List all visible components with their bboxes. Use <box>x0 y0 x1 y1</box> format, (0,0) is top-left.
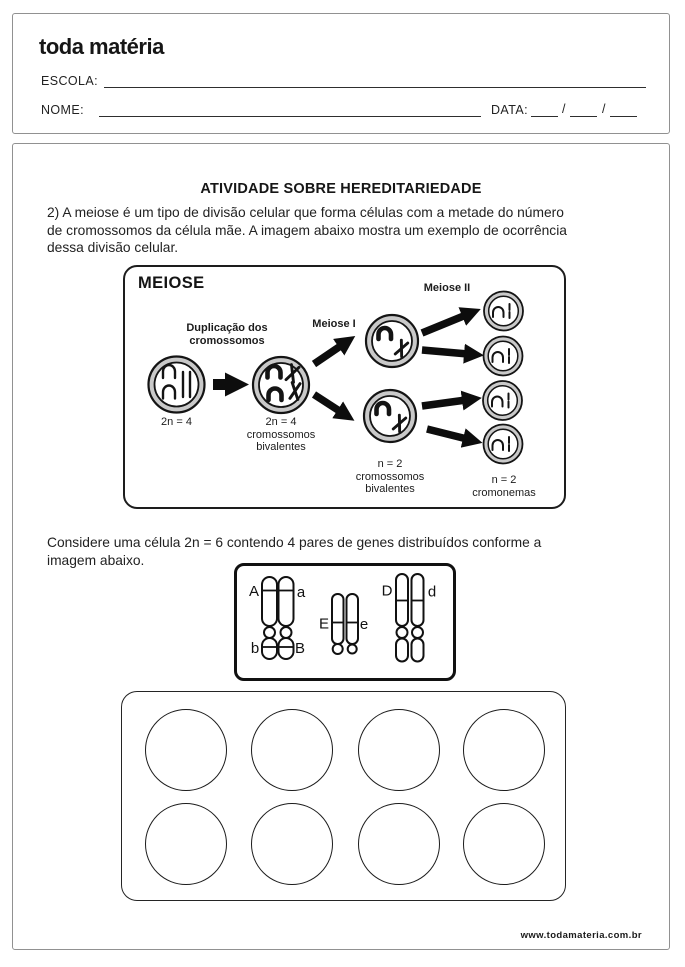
answer-circles-box <box>121 691 566 901</box>
meiose-diagram-title: MEIOSE <box>138 274 205 292</box>
arrow-meiose2-2 <box>421 343 484 364</box>
escola-label: ESCOLA: <box>41 74 98 88</box>
gene-label-e: e <box>360 616 368 633</box>
cell-meiose1-bottom <box>362 388 418 444</box>
gene-label-E: E <box>319 616 329 633</box>
gene-diagram-svg: A a b B E e <box>249 573 436 663</box>
cell-final-3 <box>482 380 523 421</box>
date-day-blank[interactable] <box>531 116 558 117</box>
duplication-label: Duplicação dos cromossomos <box>186 322 268 347</box>
answer-circle-2[interactable] <box>251 709 333 791</box>
date-separator-2: / <box>602 102 606 116</box>
nome-label: NOME: <box>41 103 84 117</box>
data-label: DATA: <box>491 103 528 117</box>
answer-circle-4[interactable] <box>463 709 545 791</box>
cell-mother-2n4 <box>147 355 206 414</box>
nome-blank-line[interactable] <box>99 116 481 117</box>
cell2-caption: 2n = 4 cromossomos bivalentes <box>246 416 316 453</box>
date-separator-1: / <box>562 102 566 116</box>
arrow-meiose2-4 <box>426 425 483 448</box>
meiose2-label: Meiose II <box>423 282 471 294</box>
gene-label-b: b <box>251 640 259 657</box>
meiose-diagram-svg <box>147 290 524 465</box>
escola-blank-line[interactable] <box>104 87 646 88</box>
chromosome-pair-E: E e <box>319 593 368 655</box>
logo-todamateria: toda matéria <box>39 34 164 59</box>
answer-circle-3[interactable] <box>358 709 440 791</box>
arrow-meiose1-up <box>311 336 356 368</box>
meiose1-caption: n = 2 cromossomos bivalentes <box>355 458 425 495</box>
header-box: toda matéria ESCOLA: NOME: DATA: / / <box>12 13 670 134</box>
cell-final-4 <box>482 423 524 465</box>
cell-final-2 <box>482 335 524 377</box>
chromosome-pair-D: D d <box>382 573 436 663</box>
gene-label-a: a <box>297 584 306 601</box>
answer-circle-5[interactable] <box>145 803 227 885</box>
answer-circle-8[interactable] <box>463 803 545 885</box>
cell-meiose1-top <box>364 313 420 369</box>
gene-label-D: D <box>382 583 393 600</box>
answer-circle-1[interactable] <box>145 709 227 791</box>
answer-circle-7[interactable] <box>358 803 440 885</box>
footer-url: www.todamateria.com.br <box>520 930 642 941</box>
answer-circle-6[interactable] <box>251 803 333 885</box>
arrow-meiose1-down <box>311 391 355 421</box>
arrow-meiose2-3 <box>421 390 482 411</box>
considere-text: Considere uma célula 2n = 6 contendo 4 p… <box>47 535 542 568</box>
question-2-text: 2) A meiose é um tipo de divisão celular… <box>47 205 567 256</box>
arrow-meiose2-1 <box>420 307 481 337</box>
date-month-blank[interactable] <box>570 116 597 117</box>
cell-final-1 <box>483 290 524 332</box>
gene-label-B: B <box>295 640 305 657</box>
activity-title: ATIVIDADE SOBRE HEREDITARIEDADE <box>200 181 482 197</box>
meiose-diagram-box: MEIOSE Duplicação dos cromossomos Meiose… <box>123 265 566 509</box>
cell-duplicated-bivalents <box>251 355 311 415</box>
final-cells-caption: n = 2 cromonemas <box>472 474 536 499</box>
content-box: ATIVIDADE SOBRE HEREDITARIEDADE 2) A mei… <box>12 143 670 950</box>
chromosome-pair-Ab: A a b B <box>249 576 306 660</box>
gene-diagram-box: A a b B E e <box>234 563 456 681</box>
date-year-blank[interactable] <box>610 116 637 117</box>
meiose1-label: Meiose I <box>312 318 356 330</box>
gene-label-d: d <box>428 584 436 601</box>
gene-label-A: A <box>249 583 259 600</box>
cell1-caption: 2n = 4 <box>161 416 192 428</box>
